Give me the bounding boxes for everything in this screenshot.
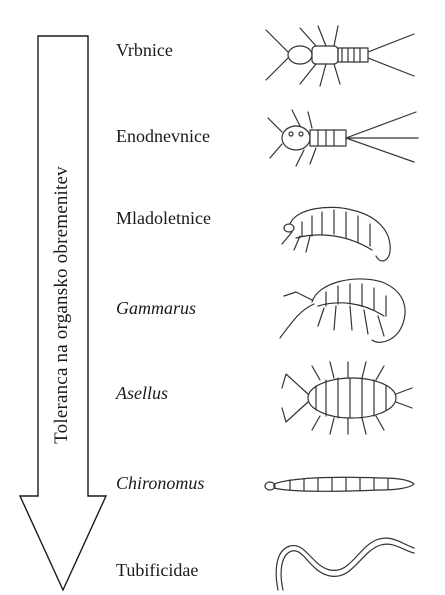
asellus-icon bbox=[282, 362, 412, 434]
mayfly-larva-icon bbox=[268, 110, 418, 166]
stonefly-larva-icon bbox=[266, 26, 414, 86]
gammarus-icon bbox=[280, 279, 405, 342]
tubifex-worm-icon bbox=[276, 538, 414, 590]
chironomus-larva-icon bbox=[265, 477, 414, 491]
caddisfly-larva-icon bbox=[282, 207, 390, 261]
